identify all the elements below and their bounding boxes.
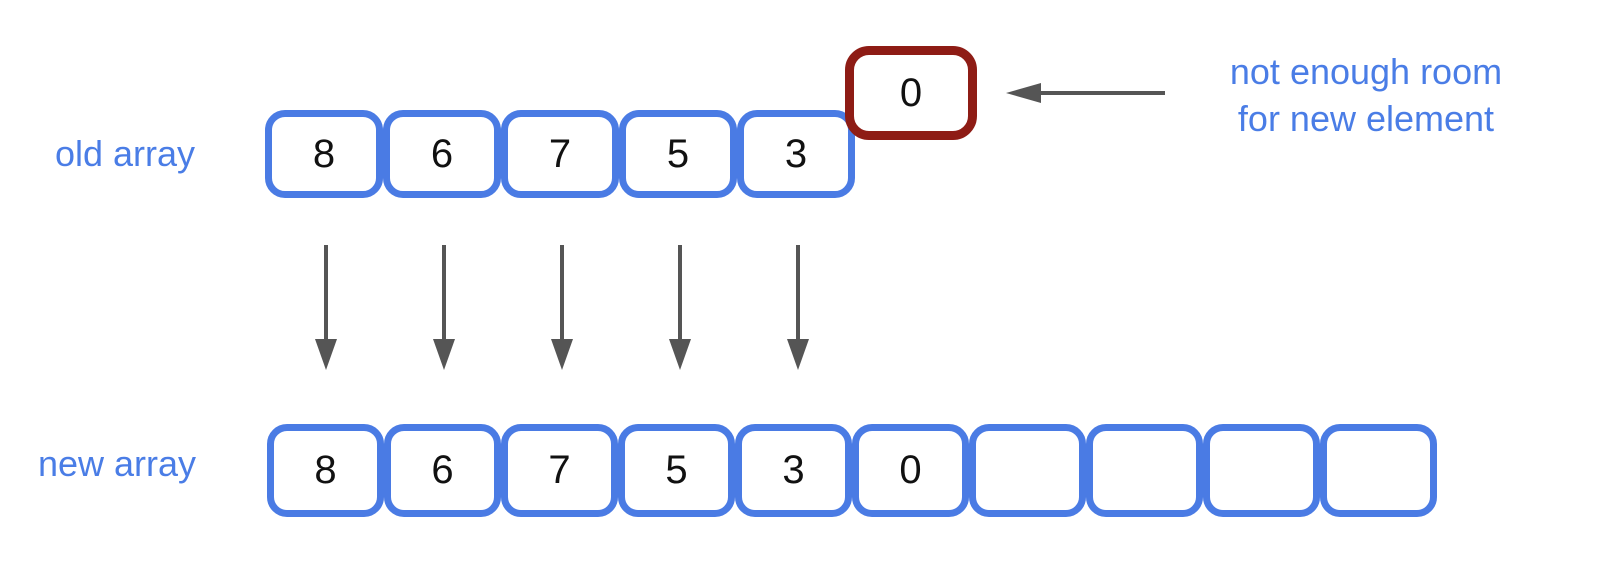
annotation: not enough room for new element: [1210, 48, 1522, 142]
annotation-line-1: not enough room: [1229, 51, 1503, 92]
old-array-cell: 3: [737, 110, 855, 198]
copy-arrow-down-icon: [787, 245, 809, 370]
pointer-arrow-left-icon: [1006, 83, 1165, 103]
overflow-element-box: 0: [845, 46, 977, 140]
new-array-cell: [969, 424, 1086, 517]
old-array-cell: 8: [265, 110, 383, 198]
cell-value: 3: [782, 448, 805, 492]
new-array-cell: 5: [618, 424, 735, 517]
new-array-label: new array: [37, 443, 197, 484]
old-array: 8 6 7 5 3: [265, 110, 855, 198]
new-array-cell: 6: [384, 424, 501, 517]
cell-value: 7: [548, 448, 571, 492]
new-array-cell: 0: [852, 424, 969, 517]
cell-value: 6: [430, 131, 454, 176]
copy-arrow-down-icon: [669, 245, 691, 370]
new-array-cell: 3: [735, 424, 852, 517]
cell-value: 8: [312, 131, 336, 176]
old-array-cell: 6: [383, 110, 501, 198]
new-array-cell: [1203, 424, 1320, 517]
cell-value: 0: [899, 448, 922, 492]
new-array-cell: 8: [267, 424, 384, 517]
new-array-cell: [1086, 424, 1203, 517]
copy-arrow-down-icon: [551, 245, 573, 370]
new-array-cell: [1320, 424, 1437, 517]
copy-arrow-down-icon: [433, 245, 455, 370]
cell-value: 3: [784, 131, 808, 176]
cell-value: 7: [548, 131, 572, 176]
cell-value: 8: [314, 448, 337, 492]
overflow-element-value: 0: [899, 70, 923, 115]
old-array-cell: 5: [619, 110, 737, 198]
new-array: 8 6 7 5 3 0: [267, 424, 1437, 517]
new-array-cell: 7: [501, 424, 618, 517]
cell-value: 5: [665, 448, 688, 492]
cell-value: 5: [666, 131, 690, 176]
annotation-line-2: for new element: [1237, 98, 1495, 139]
copy-arrow-down-icon: [315, 245, 337, 370]
cell-value: 6: [431, 448, 454, 492]
old-array-cell: 7: [501, 110, 619, 198]
old-array-label: old array: [54, 133, 196, 174]
